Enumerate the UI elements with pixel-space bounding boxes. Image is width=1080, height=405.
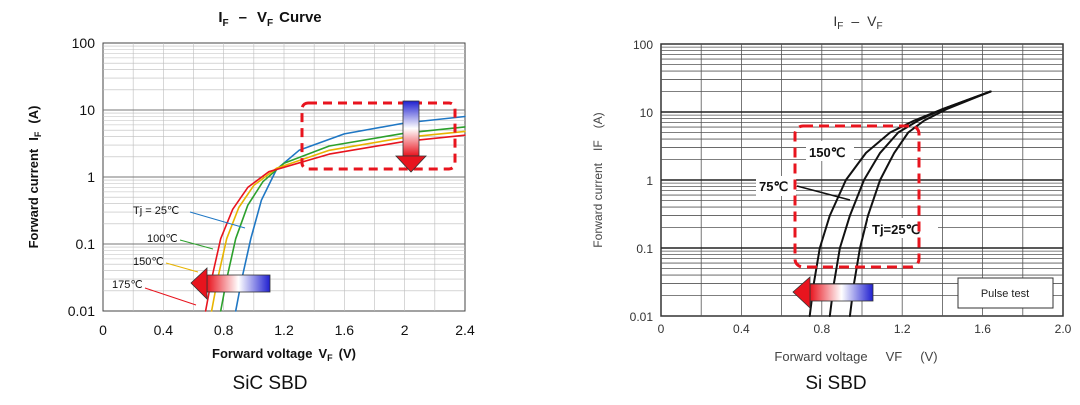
sic-grid	[103, 43, 465, 311]
sic-y-tick-1: 0.1	[76, 236, 96, 252]
sic-annotation-150c: 150℃	[133, 256, 164, 268]
si-panel-caption: Si SBD	[805, 373, 866, 394]
si-series-1	[828, 90, 992, 317]
sic-leader-25c	[189, 211, 246, 229]
si-x-tick-labels: 0 0.4 0.8 1.2 1.6 2.0	[658, 322, 1072, 336]
si-y-tick-4: 100	[633, 38, 653, 52]
si-chart: IF–VF 0 0.4 0.8 1.2 1.6 2.0 0.01 0.1 1 10 100 Pul…	[591, 13, 1072, 394]
sic-x-tick-3: 1.2	[274, 322, 294, 338]
si-y-tick-3: 10	[640, 106, 654, 120]
sic-y-tick-4: 100	[72, 35, 96, 51]
si-y-tick-0: 0.01	[630, 310, 654, 324]
sic-series-2	[210, 130, 466, 312]
sic-leader-150c	[165, 262, 199, 273]
sic-y-tick-0: 0.01	[68, 303, 95, 319]
si-pulse-test-label: Pulse test	[981, 288, 1029, 300]
sic-annotation-25c: Tj = 25℃	[133, 205, 179, 217]
sic-x-tick-6: 2.4	[455, 322, 475, 338]
sic-leader-175c	[144, 287, 197, 306]
sic-highlight-box	[300, 101, 457, 171]
si-x-tick-5: 2.0	[1055, 322, 1072, 336]
sic-x-tick-5: 2	[401, 322, 409, 338]
sic-x-tick-0: 0	[99, 322, 107, 338]
si-x-tick-3: 1.2	[894, 322, 911, 336]
si-y-axis-label: Forward currentIF(A)	[591, 112, 605, 247]
sic-series-lines	[204, 115, 466, 312]
sic-annotation-175c: 175℃	[112, 279, 143, 291]
sic-series-3	[204, 134, 466, 312]
si-annotation-150c-bg	[806, 141, 854, 161]
si-y-tick-labels: 0.01 0.1 1 10 100	[630, 38, 654, 324]
sic-panel-caption: SiC SBD	[233, 373, 308, 394]
si-annotation-25c: Tj=25℃	[872, 222, 920, 237]
si-annotation-75c: 75℃	[759, 179, 788, 194]
sic-x-tick-1: 0.4	[154, 322, 174, 338]
sic-x-tick-4: 1.6	[335, 322, 355, 338]
si-x-tick-0: 0	[658, 322, 665, 336]
sic-down-arrow	[395, 100, 427, 173]
sic-x-tick-labels: 0 0.4 0.8 1.2 1.6 2 2.4	[99, 322, 475, 338]
si-x-tick-4: 1.6	[974, 322, 991, 336]
si-y-tick-2: 1	[646, 174, 653, 188]
si-leader-75c	[796, 185, 851, 201]
sic-leader-100c	[179, 239, 214, 250]
sic-y-tick-labels: 0.01 0.1 1 10 100	[68, 35, 95, 319]
si-pulse-test-box	[957, 277, 1054, 309]
sic-y-axis-label: Forward currentIF(A)	[26, 106, 43, 249]
sic-y-tick-3: 10	[79, 102, 95, 118]
sic-series-1	[219, 126, 466, 312]
si-y-tick-1: 0.1	[636, 242, 653, 256]
si-highlight-box	[793, 124, 921, 269]
sic-x-tick-2: 0.8	[214, 322, 234, 338]
sic-y-tick-2: 1	[87, 169, 95, 185]
si-annotation-75c-bg	[756, 176, 796, 196]
si-x-tick-1: 0.4	[733, 322, 750, 336]
si-left-arrow	[792, 276, 874, 309]
sic-annotation-100c: 100℃	[147, 233, 178, 245]
si-x-tick-2: 0.8	[813, 322, 830, 336]
sic-left-arrow	[190, 267, 271, 300]
si-grid	[661, 44, 1063, 316]
si-annotation-150c: 150℃	[809, 145, 845, 160]
si-title: IF–VF	[833, 13, 882, 32]
